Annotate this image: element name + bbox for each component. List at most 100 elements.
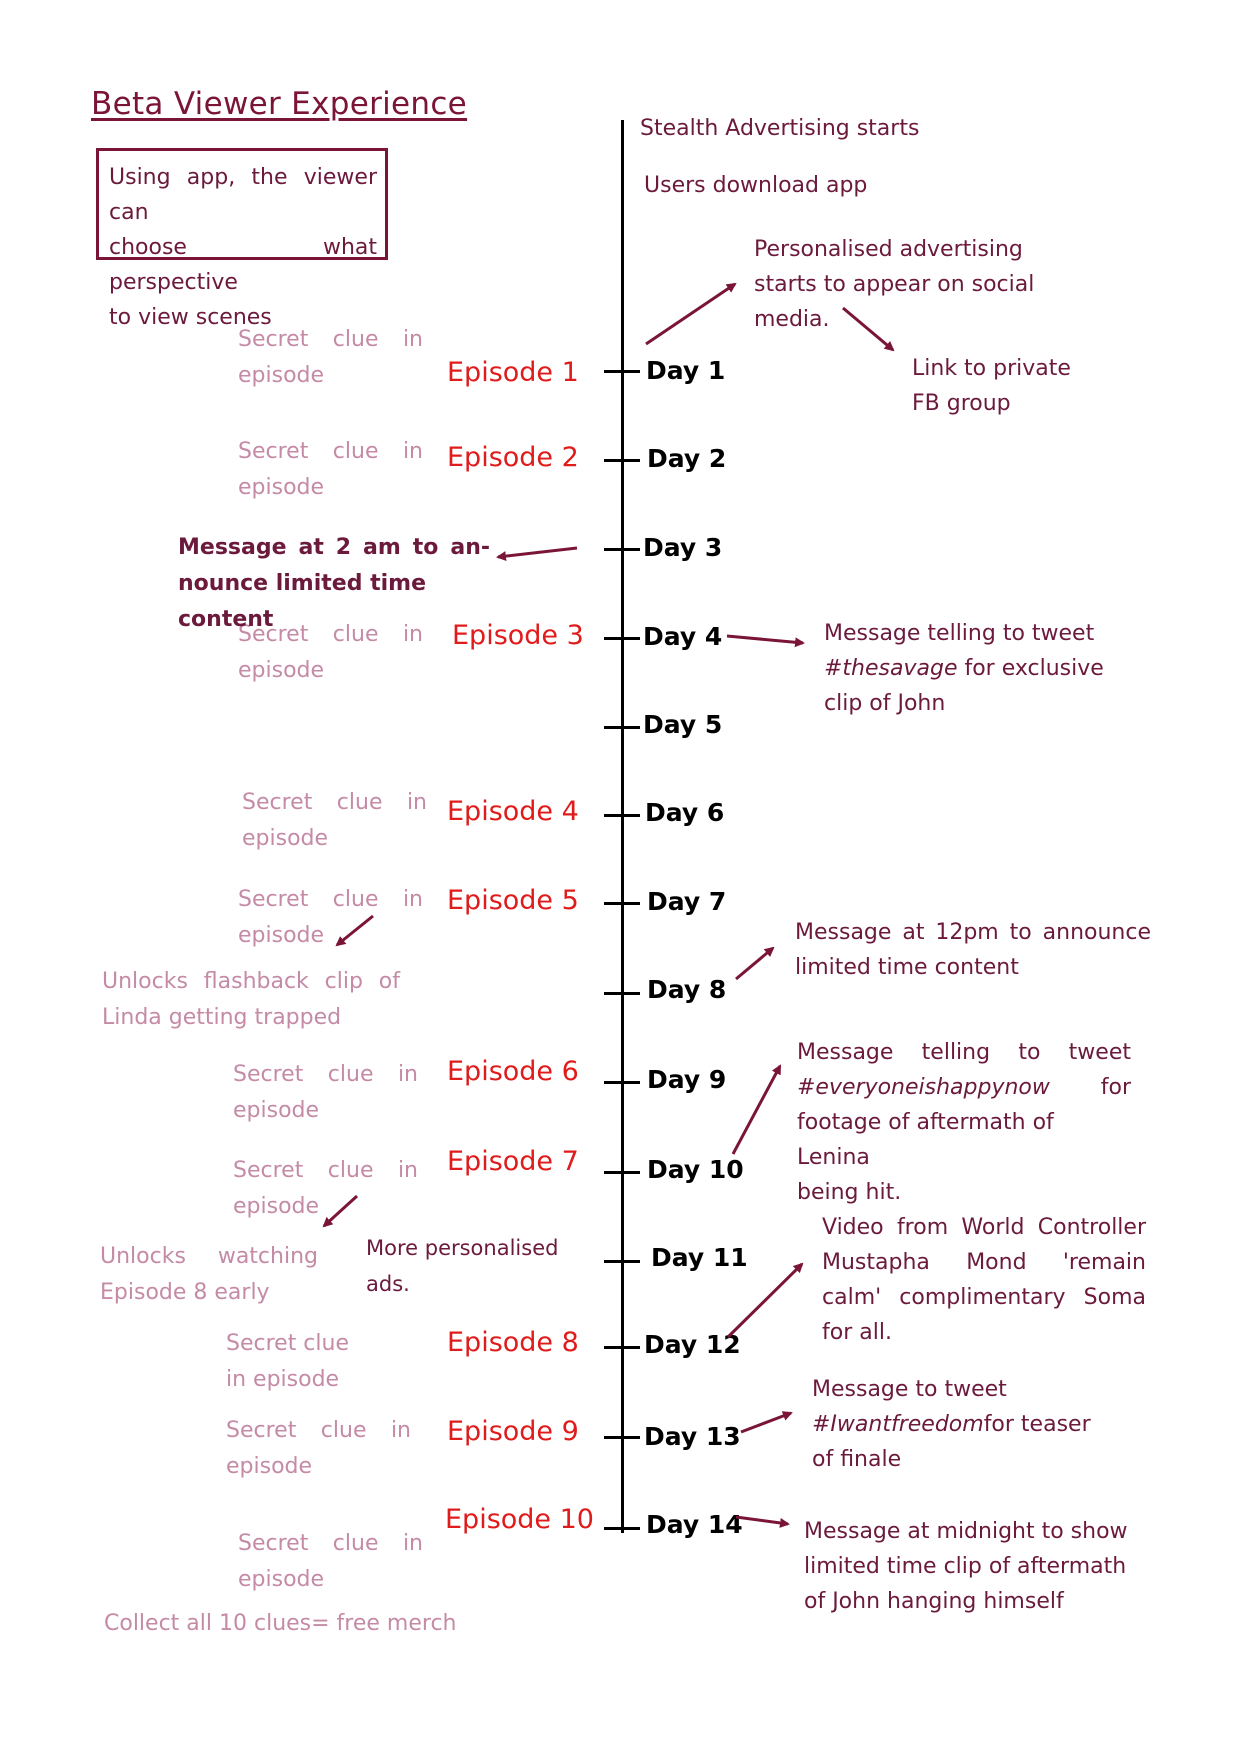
personalised-advertising-note: Personalised advertising starts to appea… — [754, 232, 1034, 337]
day-label: Day 6 — [645, 798, 725, 827]
timeline-tick — [604, 902, 640, 905]
midnight-message-note: Message at midnight to show limited time… — [804, 1514, 1128, 1619]
arrow-day10-to-everyoneishappynow — [731, 1064, 782, 1155]
timeline-tick — [604, 1436, 640, 1439]
arrow-day14-to-midnight-message — [735, 1515, 790, 1528]
note-line: Message at 2 am to an- — [178, 535, 490, 560]
secret-clue-line: Secret clue in — [238, 327, 423, 352]
hashtag: #Iwantfreedom — [812, 1412, 984, 1437]
note-text: for exclusive — [957, 656, 1104, 681]
note-line: Linda getting trapped — [102, 1005, 342, 1030]
note-line: Message at 12pm to announce — [795, 920, 1151, 945]
secret-clue-note: Secret clue in episode — [226, 1326, 411, 1398]
note-line: Video from World Controller — [822, 1215, 1146, 1240]
timeline-axis — [621, 120, 624, 1533]
hashtag: #thesavage — [824, 656, 958, 681]
note-line: Personalised advertising — [754, 237, 1023, 262]
day-label: Day 13 — [644, 1422, 741, 1451]
note-line: calm' complimentary Soma — [822, 1285, 1146, 1310]
day-label: Day 8 — [647, 975, 727, 1004]
day-label: Day 5 — [643, 710, 723, 739]
secret-clue-line: episode — [238, 658, 325, 683]
episode-label: Episode 3 — [452, 620, 584, 651]
secret-clue-note: Secret clue in episode — [233, 1153, 418, 1225]
more-ads-note: More personalised ads. — [366, 1230, 558, 1302]
timeline-tick — [604, 1171, 640, 1174]
secret-clue-line: episode — [238, 1567, 325, 1592]
note-line: Message at midnight to show — [804, 1519, 1128, 1544]
arrow-day4-to-thesavage — [726, 634, 805, 648]
timeline-tick — [604, 814, 640, 817]
secret-clue-line: episode — [238, 363, 325, 388]
note-line: for all. — [822, 1320, 892, 1345]
note-line: Message telling to tweet — [824, 621, 1095, 646]
early-episode-unlock-note: Unlocks watching Episode 8 early — [100, 1239, 318, 1311]
secret-clue-line: Secret clue in — [238, 439, 423, 464]
secret-clue-line: Secret clue in — [238, 1531, 423, 1556]
note-line: footage of aftermath of Lenina — [797, 1110, 1054, 1170]
secret-clue-note: Secret clue in episode — [238, 617, 423, 689]
arrow-ads-to-fb-group — [842, 306, 895, 352]
perspective-note-box: Using app, the viewer can choose what pe… — [96, 148, 388, 330]
note-line: #Iwantfreedomfor teaser — [812, 1407, 1091, 1442]
episode-label: Episode 4 — [447, 796, 579, 827]
note-line: clip of John — [824, 691, 946, 716]
secret-clue-note: Secret clue in episode — [238, 882, 423, 954]
perspective-note-line: choose what perspective — [109, 235, 377, 295]
timeline-tick — [604, 1260, 640, 1263]
day-label: Day 3 — [643, 533, 723, 562]
day-label: Day 1 — [646, 356, 726, 385]
episode-label: Episode 9 — [447, 1416, 579, 1447]
day-label: Day 11 — [651, 1243, 748, 1272]
arrow-day12-to-world-controller — [726, 1262, 804, 1339]
everyoneishappynow-note: Message telling to tweet #everyoneishapp… — [797, 1035, 1131, 1210]
note-line: Episode 8 early — [100, 1280, 270, 1305]
secret-clue-line: Secret clue — [226, 1331, 349, 1356]
arrow-episode7-to-early-unlock — [322, 1194, 359, 1228]
secret-clue-note: Secret clue in episode — [226, 1413, 411, 1485]
arrow-day1-to-personalised-ads — [645, 282, 737, 346]
note-line: nounce limited time content — [178, 571, 427, 632]
fb-group-note: Link to private FB group — [912, 351, 1071, 421]
timeline-tick — [604, 637, 640, 640]
note-text: for teaser — [983, 1412, 1091, 1437]
arrow-episode5-to-flashback — [335, 914, 374, 947]
thesavage-note: Message telling to tweet #thesavage for … — [824, 616, 1104, 721]
note-line: FB group — [912, 391, 1011, 416]
day-label: Day 2 — [647, 444, 727, 473]
note-line: ads. — [366, 1272, 410, 1296]
episode-label: Episode 2 — [447, 442, 579, 473]
note-line: #thesavage for exclusive — [824, 651, 1104, 686]
secret-clue-note: Secret clue in episode — [238, 1526, 423, 1598]
timeline-tick — [604, 726, 640, 729]
secret-clue-note: Secret clue in episode — [242, 785, 427, 857]
secret-clue-line: Secret clue in — [233, 1158, 418, 1183]
episode-label: Episode 8 — [447, 1327, 579, 1358]
secret-clue-line: episode — [242, 826, 329, 851]
timeline-tick — [604, 992, 640, 995]
timeline-tick — [604, 370, 640, 373]
message-2am-note: Message at 2 am to an- nounce limited ti… — [178, 530, 490, 638]
secret-clue-line: episode — [233, 1194, 320, 1219]
noon-message-note: Message at 12pm to announce limited time… — [795, 915, 1151, 985]
secret-clue-line: episode — [226, 1454, 313, 1479]
note-line: Unlocks flashback clip of — [102, 969, 400, 994]
secret-clue-note: Secret clue in episode — [233, 1057, 418, 1129]
secret-clue-line: Secret clue in — [238, 887, 423, 912]
world-controller-video-note: Video from World Controller Mustapha Mon… — [822, 1210, 1146, 1350]
secret-clue-line: Secret clue in — [233, 1062, 418, 1087]
episode-label: Episode 1 — [447, 357, 579, 388]
day-label: Day 9 — [647, 1065, 727, 1094]
secret-clue-line: in episode — [226, 1367, 340, 1392]
note-line: of finale — [812, 1447, 902, 1472]
download-app-label: Users download app — [644, 173, 868, 198]
day-label: Day 7 — [647, 887, 727, 916]
timeline-tick — [604, 548, 640, 551]
note-line: Message telling to tweet — [797, 1040, 1131, 1065]
note-line: Message to tweet — [812, 1377, 1007, 1402]
day-label: Day 14 — [646, 1510, 743, 1539]
note-line: Unlocks watching — [100, 1244, 318, 1269]
flashback-unlock-note: Unlocks flashback clip of Linda getting … — [102, 964, 400, 1036]
